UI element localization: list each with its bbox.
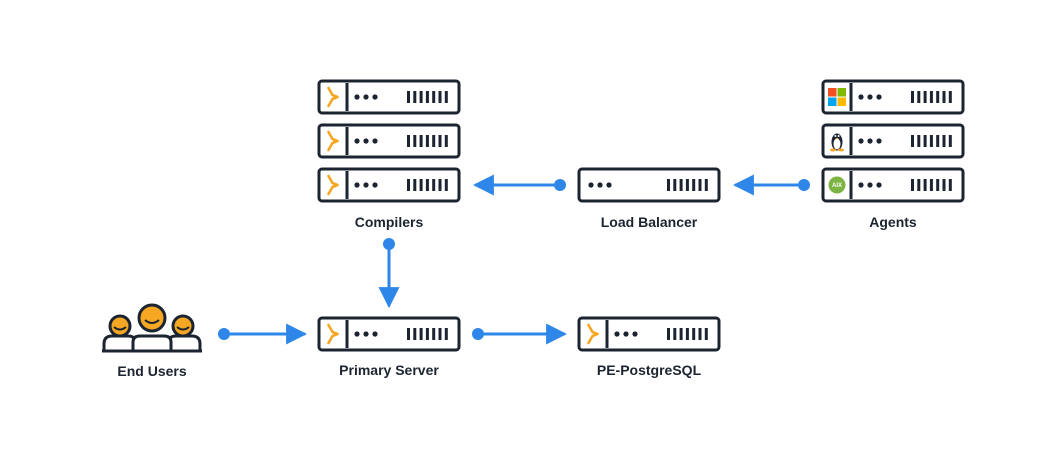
windows-icon: [828, 88, 846, 106]
load-balancer-label: Load Balancer: [601, 214, 698, 230]
arrow-load-balancer-to-compilers: [472, 174, 566, 196]
agent-server-windows: [823, 81, 963, 113]
compiler-server-1: [319, 81, 459, 113]
agent-server-linux: [823, 125, 963, 157]
end-users-label: End Users: [117, 363, 186, 379]
arrow-primary-to-postgresql: [472, 323, 568, 345]
primary-server-label: Primary Server: [339, 362, 439, 378]
load-balancer-server: [579, 169, 719, 201]
end-users-icon: [102, 303, 202, 353]
linux-tux-icon: [830, 133, 844, 152]
arrow-compilers-to-primary: [378, 238, 400, 309]
agents-label: Agents: [869, 214, 917, 230]
arrow-end-users-to-primary: [218, 323, 308, 345]
svg-text:AIX: AIX: [832, 183, 842, 189]
aix-icon: AIX: [828, 176, 846, 194]
compiler-server-3: [319, 169, 459, 201]
primary-server: [319, 318, 459, 350]
arrow-agents-to-load-balancer: [732, 174, 810, 196]
pe-postgresql-label: PE-PostgreSQL: [597, 362, 702, 378]
compilers-label: Compilers: [355, 214, 424, 230]
compiler-server-2: [319, 125, 459, 157]
agent-server-aix: AIX: [823, 169, 963, 201]
pe-postgresql-server: [579, 318, 719, 350]
